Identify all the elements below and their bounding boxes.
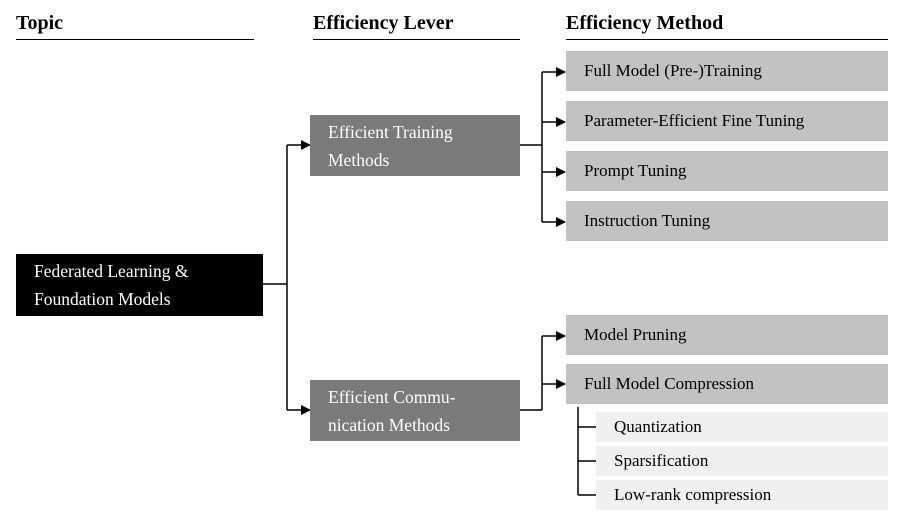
lever-communication-line-2: nication Methods <box>328 414 450 435</box>
method-label: Model Pruning <box>584 325 687 344</box>
method-label: Prompt Tuning <box>584 161 687 180</box>
method-full-model-training: Full Model (Pre-)Training <box>566 51 888 91</box>
lever-communication-line-1: Efficient Commu- <box>328 386 456 407</box>
method-full-model-compression: Full Model Compression <box>566 364 888 404</box>
header-topic-rule <box>16 39 254 40</box>
technique-low-rank-compression: Low-rank compression <box>596 480 888 510</box>
method-prompt-tuning: Prompt Tuning <box>566 151 888 191</box>
technique-label: Low-rank compression <box>614 485 772 504</box>
method-label: Full Model (Pre-)Training <box>584 61 762 80</box>
technique-label: Sparsification <box>614 451 709 470</box>
method-label: Instruction Tuning <box>584 211 711 230</box>
header-lever-rule <box>313 39 520 40</box>
technique-sparsification: Sparsification <box>596 446 888 476</box>
header-topic: Topic <box>16 12 64 34</box>
method-label: Parameter-Efficient Fine Tuning <box>584 111 805 130</box>
topic-line-1: Federated Learning & <box>34 261 189 281</box>
topic-box: Federated Learning & Foundation Models <box>16 254 263 316</box>
header-efficiency-lever: Efficiency Lever <box>313 12 454 34</box>
lever-efficient-training: Efficient Training Methods <box>310 115 520 176</box>
method-parameter-efficient-fine-tuning: Parameter-Efficient Fine Tuning <box>566 101 888 141</box>
topic-line-2: Foundation Models <box>34 289 171 309</box>
method-label: Full Model Compression <box>584 374 755 393</box>
lever-training-line-1: Efficient Training <box>328 121 453 142</box>
lever-efficient-communication: Efficient Commu- nication Methods <box>310 380 520 441</box>
technique-quantization: Quantization <box>596 412 888 442</box>
technique-label: Quantization <box>614 417 702 436</box>
lever-training-line-2: Methods <box>328 149 390 170</box>
header-efficiency-method: Efficiency Method <box>566 12 724 34</box>
header-method-rule <box>566 39 888 40</box>
method-instruction-tuning: Instruction Tuning <box>566 201 888 241</box>
method-model-pruning: Model Pruning <box>566 315 888 355</box>
